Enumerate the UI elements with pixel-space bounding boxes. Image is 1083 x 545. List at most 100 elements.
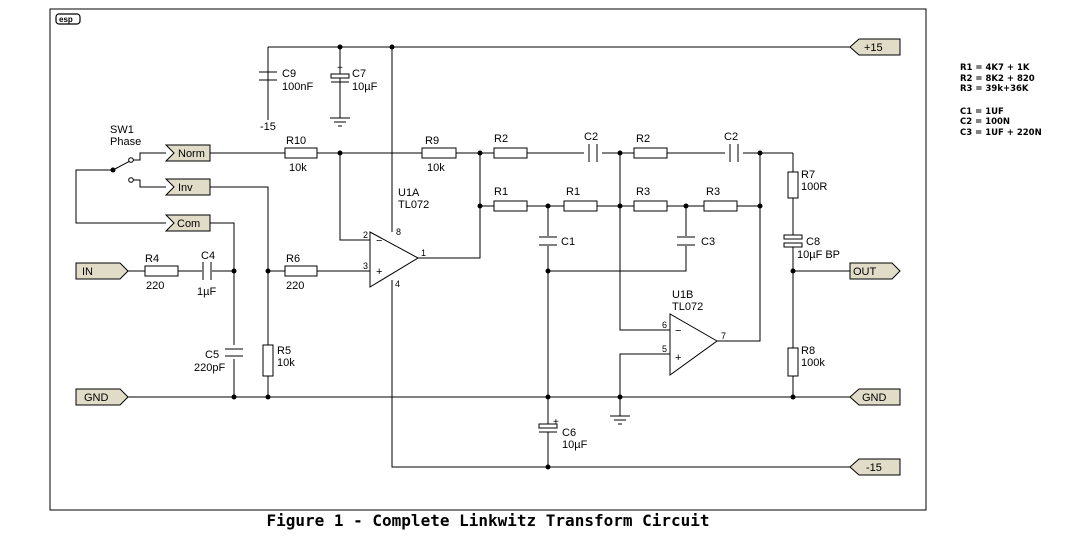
- resistor-r9-name: R9: [425, 135, 439, 147]
- resistor-r4: R4 220: [144, 253, 179, 292]
- note-r2: R2 = 8K2 + 820: [960, 73, 1035, 84]
- opamp-u1b-inv-sign: −: [675, 325, 681, 337]
- capacitor-c2-first: C2: [584, 131, 598, 162]
- capacitor-c7: + C7 10µF: [330, 47, 378, 93]
- port-inv: Inv: [164, 178, 211, 196]
- resistor-r2-first-name: R2: [494, 133, 508, 145]
- note-c2: C2 = 100N: [960, 117, 1011, 127]
- note-r3: R3 = 39k+36K: [960, 84, 1029, 94]
- resistor-r7-name: R7: [801, 169, 815, 181]
- capacitor-c4-name: C4: [201, 250, 215, 262]
- switch-label: Phase: [110, 136, 141, 148]
- resistor-r3-second-name: R3: [706, 186, 720, 198]
- resistor-r7: R7 100R: [787, 169, 827, 199]
- opamp-u1a-pin-inv: 2: [363, 230, 368, 240]
- capacitor-c9: C9 100nF -15: [259, 47, 313, 133]
- opamp-u1a-pin-vpos: 8: [396, 227, 401, 237]
- capacitor-c2-second: C2: [724, 131, 739, 162]
- resistor-r10-name: R10: [286, 135, 306, 147]
- resistor-r4-value: 220: [146, 280, 164, 292]
- capacitor-c7-polarity: +: [337, 63, 343, 74]
- port-com-text: Com: [177, 218, 200, 230]
- opamp-u1a-name: U1A: [398, 187, 420, 199]
- resistor-r6-name: R6: [286, 253, 300, 265]
- capacitor-c6: + C6 10µF: [538, 417, 588, 451]
- resistor-r3-first: R3: [633, 186, 668, 212]
- resistor-r2-first: R2: [493, 133, 528, 159]
- resistor-r3-second: R3: [703, 186, 738, 212]
- capacitor-c6-polarity: +: [553, 417, 559, 428]
- opamp-u1b-pin-out: 7: [721, 331, 726, 341]
- capacitor-c6-name: C6: [562, 427, 576, 439]
- port-out: OUT: [849, 262, 901, 280]
- resistor-r1-first-name: R1: [494, 186, 508, 198]
- note-r1: R1 = 4K7 + 1K: [960, 63, 1030, 73]
- resistor-r9-value: 10k: [427, 162, 445, 174]
- junction-dots: [110, 44, 796, 470]
- capacitor-c7-value: 10µF: [352, 81, 378, 93]
- capacitor-c4-value: 1µF: [197, 286, 216, 298]
- capacitor-c9-value: 100nF: [282, 81, 313, 93]
- capacitor-c1: C1: [539, 236, 575, 248]
- opamp-u1a: U1A TL072 − + 2 3 1 8 4: [363, 187, 429, 289]
- capacitor-c2-first-name: C2: [584, 131, 598, 143]
- resistor-r1-first: R1: [493, 186, 528, 212]
- opamp-u1a-pin-out: 1: [421, 248, 426, 258]
- capacitor-c8: C8 10µF BP: [783, 234, 840, 261]
- port-neg-supply: -15: [849, 458, 901, 476]
- port-inv-text: Inv: [178, 182, 193, 194]
- capacitor-c9-name: C9: [282, 68, 296, 80]
- resistor-r7-value: 100R: [801, 181, 827, 193]
- resistor-r8: R8 100k: [787, 345, 825, 377]
- port-pos-supply: +15: [849, 38, 901, 56]
- resistor-r5-value: 10k: [277, 357, 295, 369]
- port-gnd-left-text: GND: [84, 392, 109, 404]
- resistor-r8-value: 100k: [801, 357, 825, 369]
- resistor-r6-value: 220: [286, 280, 304, 292]
- port-gnd-right: GND: [849, 388, 901, 406]
- component-notes: R1 = 4K7 + 1K R2 = 8K2 + 820 R3 = 39k+36…: [960, 63, 1042, 138]
- capacitor-c1-name: C1: [561, 236, 575, 248]
- port-in-text: IN: [82, 266, 93, 278]
- port-com: Com: [164, 214, 211, 232]
- opamp-u1a-inv-sign: −: [376, 235, 382, 247]
- diagram-frame: [49, 8, 927, 511]
- port-neg-supply-text: -15: [866, 462, 882, 474]
- port-gnd-right-text: GND: [862, 392, 887, 404]
- port-pos-supply-text: +15: [864, 42, 883, 54]
- resistor-r3-first-name: R3: [636, 186, 650, 198]
- opamp-u1b-noninv-sign: +: [675, 352, 681, 364]
- ground-symbol-c7: [330, 117, 350, 127]
- note-c3: C3 = 1UF + 220N: [960, 127, 1042, 138]
- note-c1: C1 = 1UF: [960, 106, 1004, 117]
- resistor-r9: R9 10k: [421, 135, 457, 174]
- resistor-r5-name: R5: [277, 345, 291, 357]
- opamp-u1a-type: TL072: [398, 199, 429, 211]
- resistor-r1-second: R1: [563, 186, 598, 212]
- capacitor-c9-supply-label: -15: [260, 121, 276, 133]
- resistor-r6: R6 220: [284, 253, 318, 292]
- ground-symbol-u1b: [610, 415, 630, 425]
- capacitor-c7-name: C7: [352, 68, 366, 80]
- opamp-u1b-pin-inv: 6: [662, 320, 667, 330]
- resistor-r2-second-name: R2: [636, 133, 650, 145]
- resistor-r10: R10 10k: [284, 135, 318, 174]
- capacitor-c3: C3: [677, 236, 715, 248]
- opamp-u1a-pin-vneg: 4: [395, 279, 400, 289]
- switch-sw1: SW1 Phase: [110, 124, 141, 183]
- resistor-r10-value: 10k: [289, 162, 307, 174]
- capacitor-c3-name: C3: [701, 236, 715, 248]
- resistor-r1-second-name: R1: [566, 186, 580, 198]
- resistor-r4-name: R4: [145, 253, 159, 265]
- capacitor-c4: C4 1µF: [197, 250, 216, 298]
- port-norm: Norm: [164, 144, 211, 162]
- opamp-u1b: U1B TL072 − + 6 5 7: [662, 289, 726, 376]
- resistor-r2-second: R2: [633, 133, 668, 159]
- capacitor-c6-value: 10µF: [562, 439, 588, 451]
- port-out-text: OUT: [853, 266, 877, 278]
- opamp-u1b-type: TL072: [672, 301, 703, 313]
- esp-logo-text: esp: [59, 15, 73, 24]
- esp-logo: esp: [55, 13, 81, 25]
- switch-name: SW1: [110, 124, 134, 136]
